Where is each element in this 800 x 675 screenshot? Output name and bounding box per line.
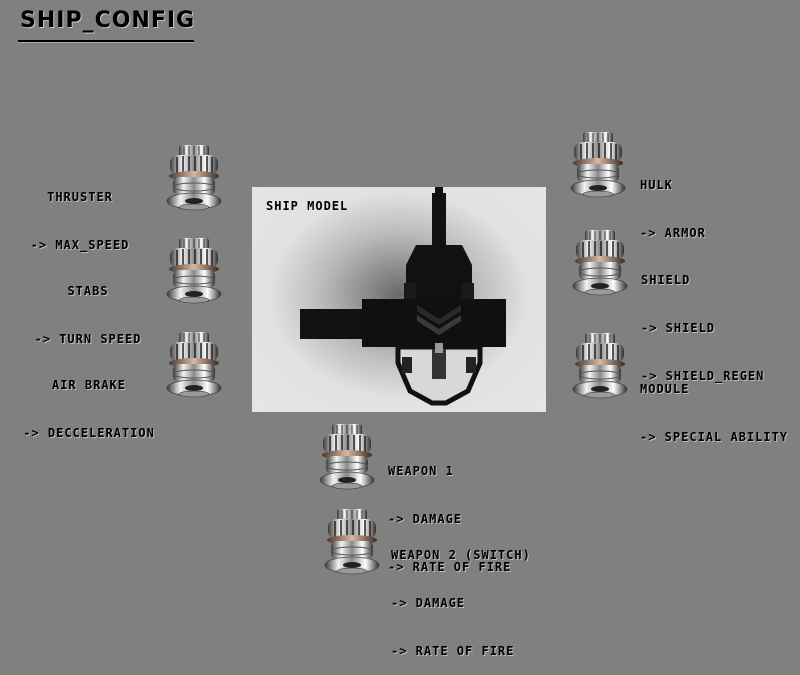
engine-part-icon (165, 143, 223, 215)
page-title: SHIP_CONFIG (20, 8, 196, 33)
stabs-stat-1: -> TURN SPEED (34, 332, 142, 346)
module-label: MODULE -> SPECIAL ABILITY (640, 349, 788, 461)
weapon2-stat-1: -> DAMAGE (391, 596, 466, 610)
engine-part-icon (165, 236, 223, 308)
engine-part-icon (571, 228, 629, 300)
engine-part-icon (165, 330, 223, 402)
weapon1-stat-2: -> RATE OF FIRE (388, 560, 512, 574)
airbrake-slot[interactable] (165, 330, 223, 402)
stabs-name: STABS (67, 284, 109, 298)
engine-part-icon (569, 130, 627, 202)
airbrake-name: AIR BRAKE (51, 378, 127, 392)
weapon1-slot[interactable] (318, 422, 376, 494)
title-underline-highlight (18, 42, 194, 43)
shield-stat-2: -> SHIELD_REGEN (641, 369, 765, 383)
ship-model-label: SHIP MODEL (266, 199, 349, 213)
hulk-label: HULK -> ARMOR (640, 145, 706, 257)
shield-label: SHIELD -> SHIELD -> SHIELD_REGEN (641, 240, 764, 400)
weapon1-stat-1: -> DAMAGE (388, 512, 463, 526)
thruster-stat-1: -> MAX_SPEED (30, 238, 130, 252)
ship-model-preview: SHIP MODEL (252, 187, 546, 412)
weapon2-stat-2: -> RATE OF FIRE (391, 644, 515, 658)
weapon2-name: WEAPON 2 (SWITCH) (391, 548, 531, 562)
shield-stat-1: -> SHIELD (641, 321, 716, 335)
title-underline (18, 40, 194, 42)
engine-part-icon (571, 331, 629, 403)
hulk-slot[interactable] (569, 130, 627, 202)
airbrake-label: AIR BRAKE -> DECCELERATION (14, 345, 164, 457)
thruster-label: THRUSTER -> MAX_SPEED (18, 157, 142, 269)
shield-slot[interactable] (571, 228, 629, 300)
stabs-label: STABS -> TURN SPEED (22, 251, 154, 363)
module-slot[interactable] (571, 331, 629, 403)
spaceship-icon (300, 187, 506, 406)
engine-part-icon (323, 507, 381, 579)
weapon2-slot[interactable] (323, 507, 381, 579)
weapon2-label: WEAPON 2 (SWITCH) -> DAMAGE -> RATE OF F… (391, 515, 531, 675)
module-name: MODULE (640, 382, 690, 396)
shield-name: SHIELD (641, 273, 691, 287)
thruster-name: THRUSTER (47, 190, 113, 204)
stabs-slot[interactable] (165, 236, 223, 308)
weapon1-label: WEAPON 1 -> DAMAGE -> RATE OF FIRE (388, 431, 511, 591)
thruster-slot[interactable] (165, 143, 223, 215)
hulk-name: HULK (640, 178, 673, 192)
airbrake-stat-1: -> DECCELERATION (23, 426, 155, 440)
weapon1-name: WEAPON 1 (388, 464, 454, 478)
hulk-stat-1: -> ARMOR (640, 226, 706, 240)
engine-part-icon (318, 422, 376, 494)
module-stat-1: -> SPECIAL ABILITY (640, 430, 789, 444)
